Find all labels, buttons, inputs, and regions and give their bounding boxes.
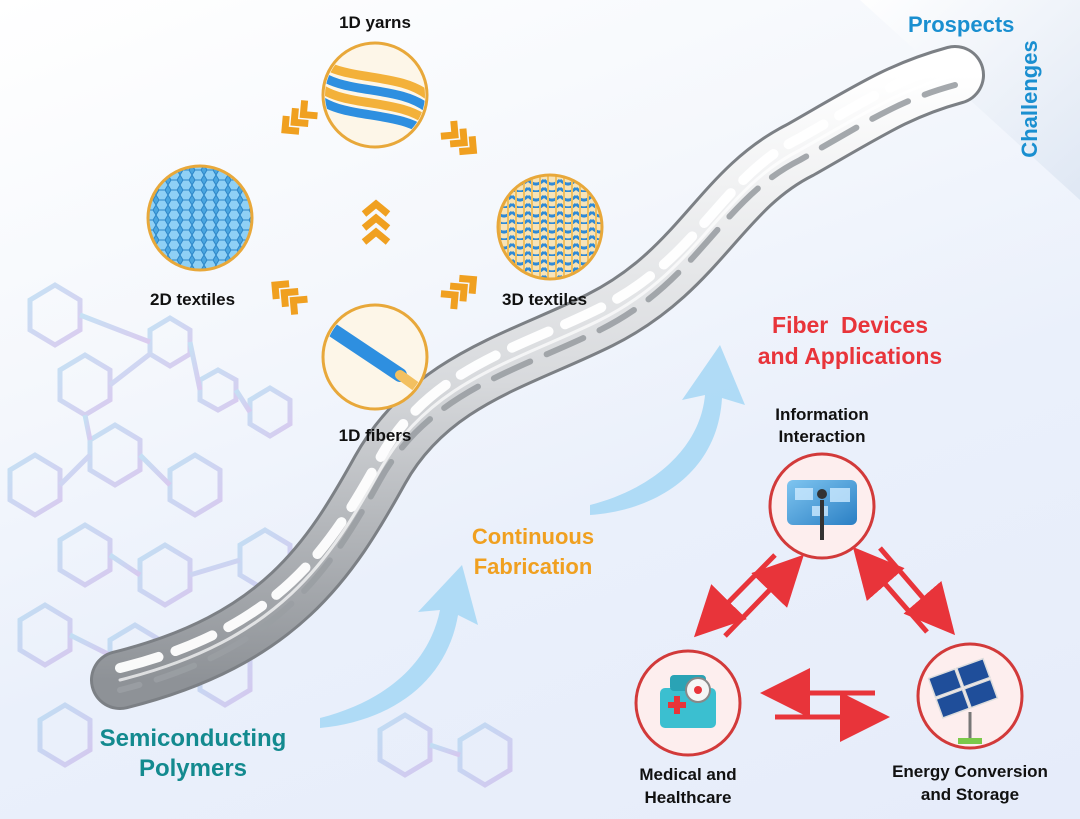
yarn-circle (321, 41, 429, 149)
energy-line2: and Storage (920, 785, 1020, 804)
label-continuous-fabrication: Continuous Fabrication (448, 522, 618, 582)
fabric-2d-circle (146, 164, 254, 272)
label-semiconducting-polymers: Semiconducting Polymers (78, 724, 308, 784)
energy-line1: Energy Conversion (892, 762, 1048, 781)
continuous-line2: Fabrication (473, 554, 593, 579)
red-arrows (693, 546, 956, 742)
label-energy-conversion: Energy Conversion and Storage (875, 760, 1065, 806)
progress-arrows (320, 345, 745, 728)
label-2d-textiles: 2D textiles (150, 290, 236, 309)
label-3d-textiles: 3D textiles (502, 290, 588, 309)
label-1d-fibers: 1D fibers (338, 426, 412, 445)
label-challenges: Challenges (1017, 40, 1042, 158)
twisted-fiber-rope (90, 45, 985, 710)
label-1d-yarns: 1D yarns (339, 13, 411, 32)
fabric-3d-circle (496, 173, 604, 281)
solar-panel-icon (916, 642, 1024, 750)
info-line1: Information (775, 405, 869, 424)
fiber-circle (321, 303, 429, 411)
semiconducting-line1: Semiconducting (99, 725, 287, 752)
medical-line2: Healthcare (644, 788, 732, 807)
fiber-devices-line1: Fiber Devices (772, 312, 928, 338)
medical-line1: Medical and (639, 765, 737, 784)
molecule-network (7, 282, 513, 788)
semiconducting-line2: Polymers (138, 755, 248, 782)
orange-chevrons (271, 100, 478, 315)
medical-kit-icon (634, 649, 742, 757)
label-information-interaction: Information Interaction (752, 404, 892, 448)
label-medical-healthcare: Medical and Healthcare (620, 763, 756, 809)
label-fiber-devices: Fiber Devices and Applications (720, 310, 980, 372)
screen-interaction-icon (768, 452, 876, 560)
continuous-line1: Continuous (471, 524, 595, 549)
info-line2: Interaction (778, 427, 866, 446)
label-prospects: Prospects (908, 12, 1015, 37)
fiber-devices-line2: and Applications (757, 343, 943, 369)
